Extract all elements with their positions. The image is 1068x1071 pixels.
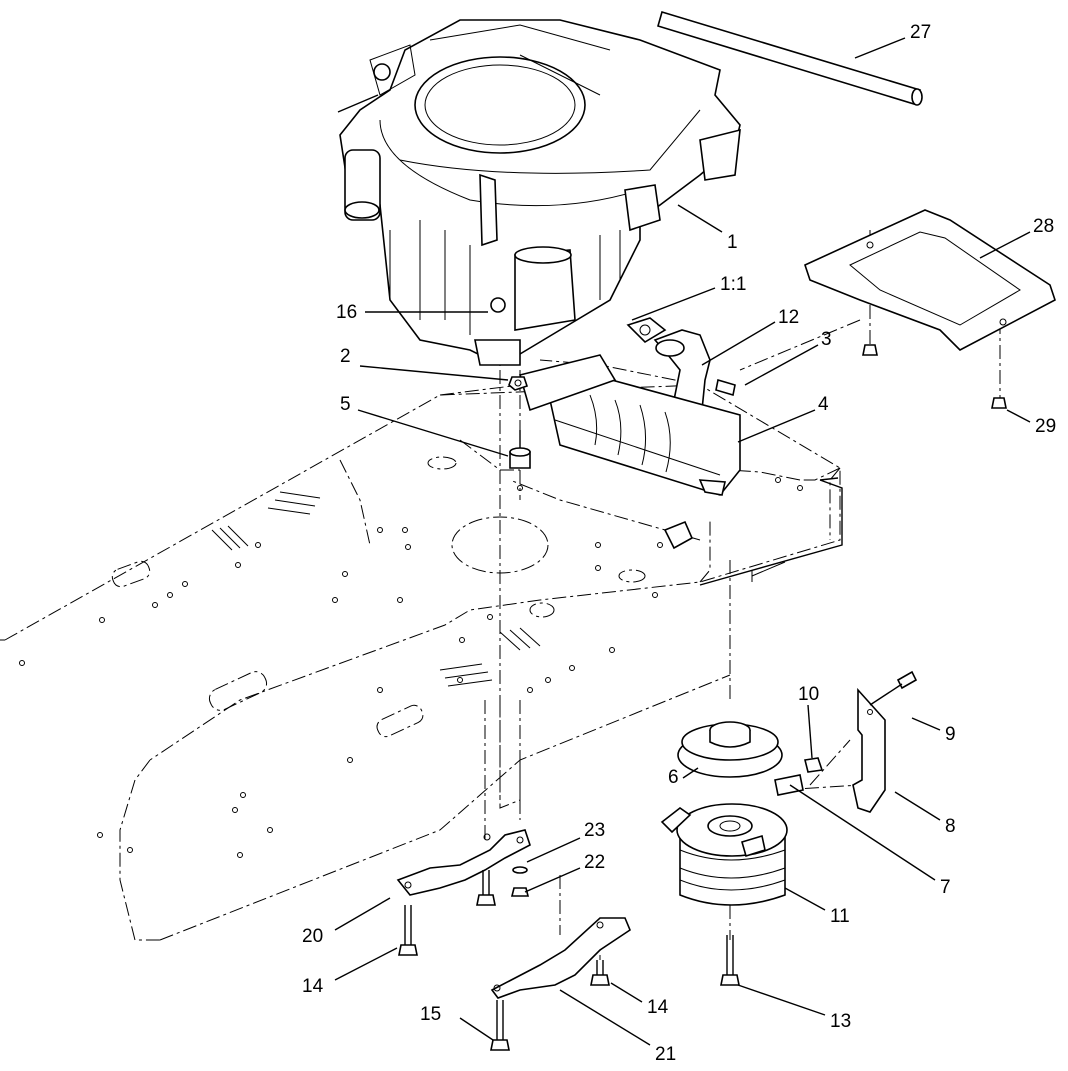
callout-9: 9 bbox=[945, 724, 956, 745]
callout-10: 10 bbox=[798, 684, 819, 705]
callout-labels: 27 28 1 1:1 12 3 16 2 5 4 29 10 9 6 8 23… bbox=[302, 22, 1056, 1065]
callout-21: 21 bbox=[655, 1044, 676, 1065]
callout-29: 29 bbox=[1035, 416, 1056, 437]
pulley-part bbox=[677, 721, 783, 778]
callout-28: 28 bbox=[1033, 216, 1054, 237]
mount-hardware-top bbox=[508, 376, 531, 491]
callout-7: 7 bbox=[940, 877, 951, 898]
callout-6: 6 bbox=[668, 767, 679, 788]
callout-23: 23 bbox=[584, 820, 605, 841]
callout-22: 22 bbox=[584, 852, 605, 873]
callout-3: 3 bbox=[821, 329, 832, 350]
muffler-part bbox=[519, 354, 741, 550]
callout-16: 16 bbox=[336, 302, 357, 323]
callout-2: 2 bbox=[340, 346, 351, 367]
engine-mount-brackets bbox=[396, 829, 740, 1051]
callout-12: 12 bbox=[778, 307, 799, 328]
callout-4: 4 bbox=[818, 394, 829, 415]
callout-11: 11 bbox=[830, 906, 850, 927]
gasket-plate-part bbox=[804, 209, 1056, 351]
callout-20: 20 bbox=[302, 926, 323, 947]
frame-outline bbox=[0, 319, 861, 941]
clutch-bracket-parts bbox=[774, 670, 918, 813]
callout-13: 13 bbox=[830, 1011, 851, 1032]
leader-lines bbox=[334, 37, 1031, 1046]
tube-part bbox=[657, 10, 923, 106]
engine-assembly bbox=[337, 19, 741, 366]
callout-5: 5 bbox=[340, 394, 351, 415]
pto-clutch-part bbox=[660, 803, 788, 906]
assembly-centerlines bbox=[484, 230, 1001, 960]
callout-1: 1 bbox=[727, 232, 738, 253]
callout-14-left: 14 bbox=[302, 976, 324, 997]
screws-29 bbox=[862, 344, 1007, 409]
callout-14-right: 14 bbox=[647, 997, 669, 1018]
callout-8: 8 bbox=[945, 816, 956, 837]
callout-15: 15 bbox=[420, 1004, 441, 1025]
callout-1-1: 1:1 bbox=[720, 274, 746, 295]
callout-27: 27 bbox=[910, 22, 931, 43]
